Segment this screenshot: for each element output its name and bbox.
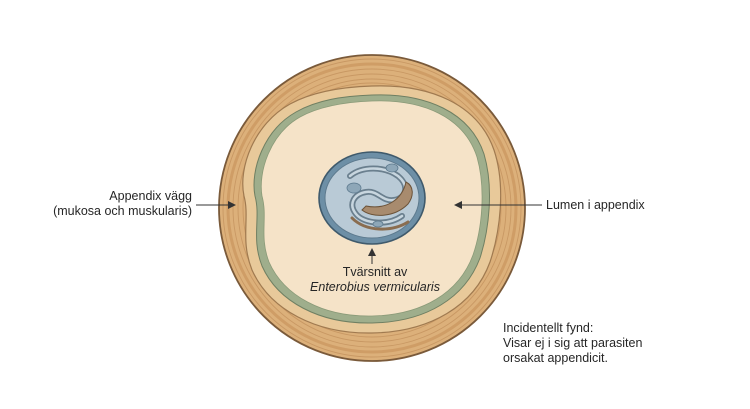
enterobius-cross-section xyxy=(318,151,426,245)
note-line2: Visar ej i sig att parasiten xyxy=(503,336,643,350)
appendix-wall-label: Appendix vägg (mukosa och muskularis) xyxy=(40,189,192,219)
note-line1: Incidentellt fynd: xyxy=(503,321,594,335)
parasite-section-label: Tvärsnitt av Enterobius vermicularis xyxy=(280,265,470,295)
incidental-finding-note: Incidentellt fynd: Visar ej i sig att pa… xyxy=(503,321,642,366)
appendix-wall-label-line2: (mukosa och muskularis) xyxy=(53,204,192,218)
note-line3: orsakat appendicit. xyxy=(503,351,608,365)
lumen-label: Lumen i appendix xyxy=(546,198,645,212)
parasite-species-name: Enterobius vermicularis xyxy=(310,280,440,294)
appendix-wall-label-line1: Appendix vägg xyxy=(109,189,192,203)
parasite-section-label-line1: Tvärsnitt av xyxy=(342,265,408,279)
